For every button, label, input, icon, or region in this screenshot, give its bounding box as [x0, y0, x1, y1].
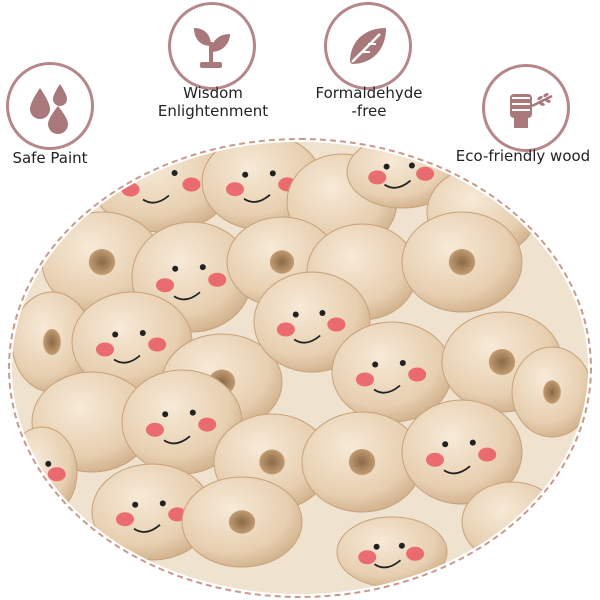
- paint-drops-icon: [30, 84, 68, 134]
- fist-wheat-icon: [510, 92, 553, 128]
- formaldehyde-badge: [324, 2, 412, 90]
- product-photo: [8, 138, 592, 598]
- safe-paint-badge: [6, 62, 94, 150]
- wisdom-badge: [168, 2, 256, 90]
- formaldehyde-label: Formaldehyde -free: [315, 84, 423, 120]
- leaf-icon: [350, 28, 386, 64]
- wisdom-label: Wisdom Enlightenment: [157, 84, 269, 120]
- safe-paint-label: Safe Paint: [12, 149, 88, 167]
- eco-label: Eco-friendly wood: [455, 147, 591, 165]
- dashed-circle-frame: [8, 138, 592, 598]
- sprout-icon: [194, 28, 230, 68]
- eco-badge: [482, 64, 570, 152]
